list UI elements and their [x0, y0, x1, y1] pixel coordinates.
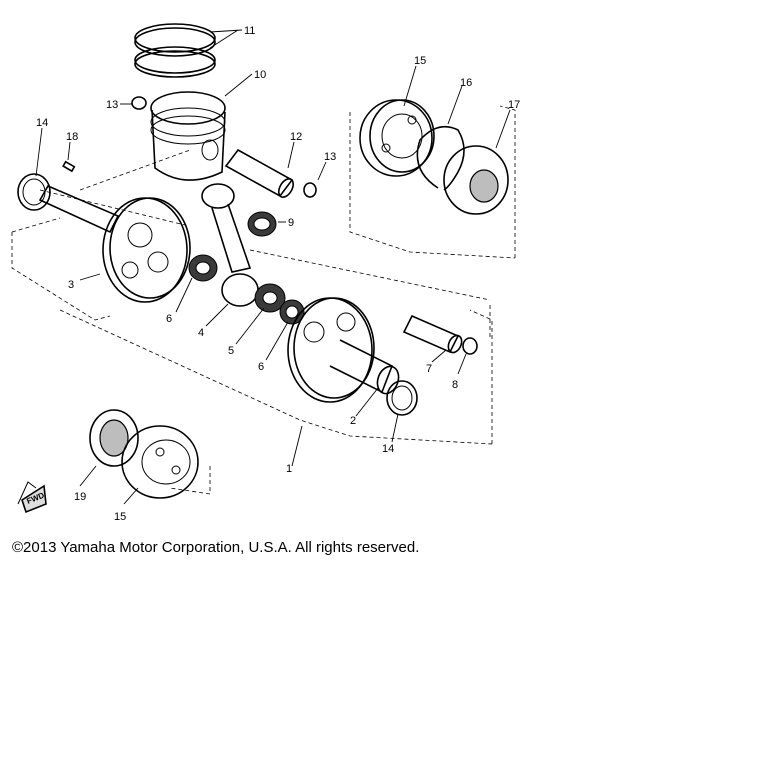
crank-washer-left [188, 254, 218, 282]
piston-pin-clip-right [303, 182, 317, 198]
callout-14-top: 14 [36, 117, 48, 129]
piston-pin [224, 148, 295, 198]
callout-6-right: 6 [258, 361, 264, 373]
callout-18: 18 [66, 131, 78, 143]
oil-seal-bottom [89, 409, 139, 467]
thrust-washer-right [386, 380, 418, 416]
callout-19: 19 [74, 491, 86, 503]
callout-2: 2 [350, 415, 356, 427]
callout-13-right: 13 [324, 151, 336, 163]
callout-6-left: 6 [166, 313, 172, 325]
callout-1: 1 [286, 463, 292, 475]
crank-pin [402, 314, 463, 354]
callout-16: 16 [460, 77, 472, 89]
callout-5: 5 [228, 345, 234, 357]
oil-seal [443, 145, 509, 215]
callout-10: 10 [254, 69, 266, 81]
connecting-rod [201, 183, 259, 307]
exploded-parts-diagram: FWD 11 10 13 12 13 14 18 3 9 [11, 23, 520, 523]
assembly-guide-lines [11, 105, 516, 495]
circlip [416, 125, 465, 191]
callout-4: 4 [198, 327, 204, 339]
callout-7: 7 [426, 363, 432, 375]
callout-13-left: 13 [106, 99, 118, 111]
crankshaft-left [38, 184, 191, 303]
leader-lines [35, 29, 511, 505]
woodruff-key [62, 160, 76, 173]
needle-bearing-small [247, 211, 277, 237]
needle-bearing-big [254, 283, 286, 313]
callout-15-top: 15 [414, 55, 426, 67]
crank-bearing-left [121, 425, 199, 499]
callout-14-bottom: 14 [382, 443, 394, 455]
crankshaft-right [287, 297, 400, 403]
piston [150, 91, 226, 181]
callout-8: 8 [452, 379, 458, 391]
callout-15-bottom: 15 [114, 511, 126, 523]
crank-plug [462, 337, 478, 355]
callout-12: 12 [290, 131, 302, 143]
piston-pin-clip-left [131, 96, 147, 110]
forward-arrow-icon: FWD [17, 481, 47, 514]
piston-rings [134, 23, 216, 78]
callout-labels: 11 10 13 12 13 14 18 3 9 15 16 17 6 4 5 … [36, 25, 520, 523]
callout-17: 17 [508, 99, 520, 111]
crank-washer-right [279, 299, 305, 325]
callout-11: 11 [244, 25, 255, 37]
copyright-notice: ©2013 Yamaha Motor Corporation, U.S.A. A… [12, 539, 420, 556]
callout-3: 3 [68, 279, 74, 291]
callout-9: 9 [288, 217, 294, 229]
crank-bearing-right [359, 99, 435, 177]
